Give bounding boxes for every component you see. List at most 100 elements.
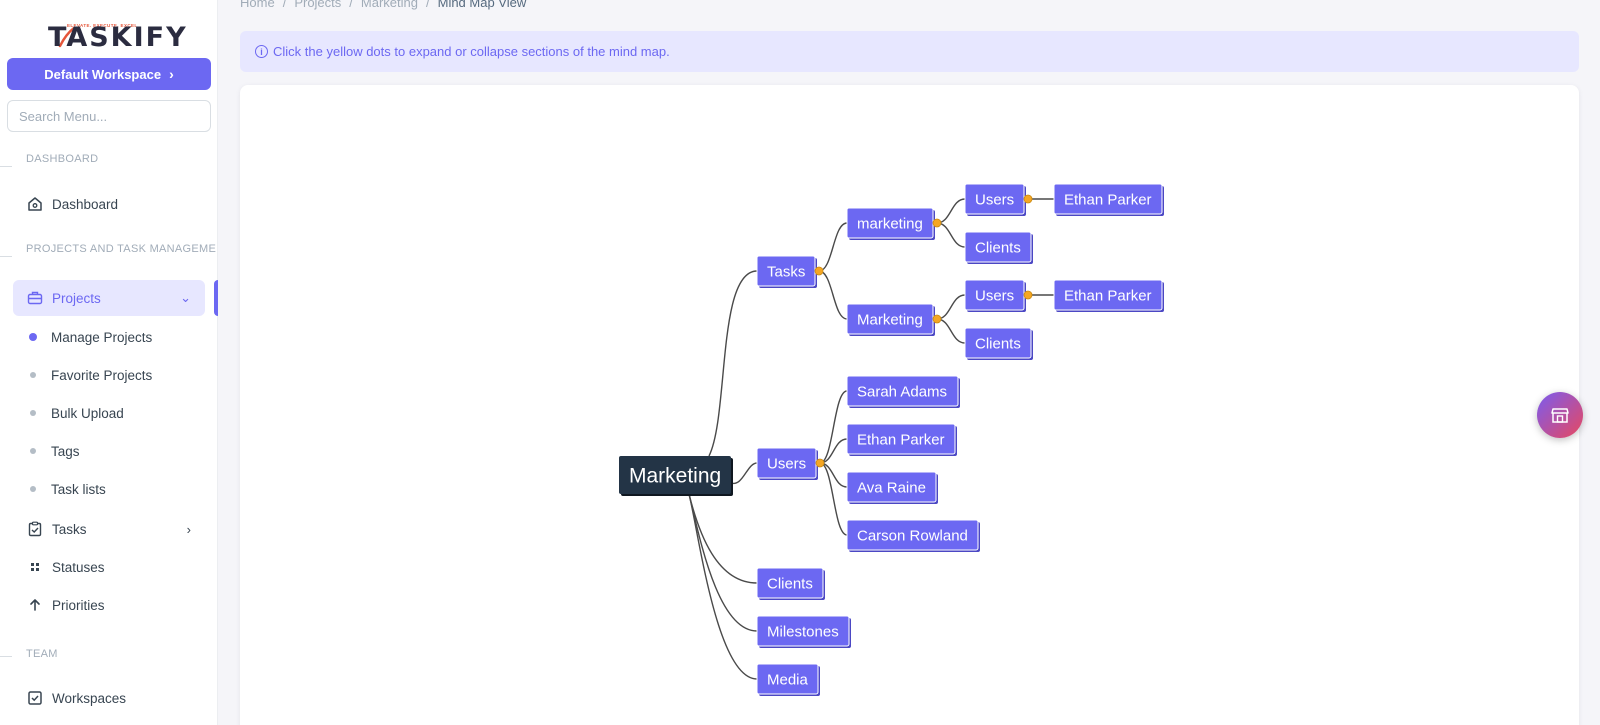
node-label: Sarah Adams <box>857 383 947 400</box>
sidebar-item-workspaces[interactable]: Workspaces <box>13 680 205 716</box>
logo-text: TASKIFY <box>48 22 188 53</box>
mindmap-node-users[interactable]: Users <box>964 279 1026 312</box>
mindmap-node-tasks[interactable]: Tasks <box>756 255 817 288</box>
mindmap-node-ethan-parker[interactable]: Ethan Parker <box>846 423 957 456</box>
node-box <box>756 567 824 599</box>
floating-action-button[interactable] <box>1537 392 1583 438</box>
app-logo[interactable]: ELEVATE. EXECUTE. EXCEL TASKIFY <box>48 14 186 51</box>
breadcrumb-separator: / <box>425 0 430 10</box>
section-divider <box>0 166 12 167</box>
node-box <box>846 375 959 407</box>
breadcrumb-home[interactable]: Home <box>240 0 275 10</box>
storefront-icon <box>1551 408 1569 423</box>
node-label: Ethan Parker <box>1064 287 1152 304</box>
briefcase-icon <box>26 289 44 307</box>
section-divider <box>0 656 12 657</box>
mindmap-node-marketing[interactable]: marketing <box>846 207 935 240</box>
mindmap-node-ava-raine[interactable]: Ava Raine <box>846 471 938 504</box>
sidebar-subitem-label: Favorite Projects <box>51 367 153 383</box>
sidebar-subitem-label: Bulk Upload <box>51 405 124 421</box>
node-label: marketing <box>857 215 923 232</box>
mindmap-node-clients[interactable]: Clients <box>964 231 1033 264</box>
expand-collapse-toggle[interactable] <box>1023 194 1033 204</box>
logo-tagline: ELEVATE. EXECUTE. EXCEL <box>67 23 138 28</box>
bullet-dot-icon <box>30 372 36 378</box>
node-label: Users <box>975 287 1014 304</box>
info-banner: i Click the yellow dots to expand or col… <box>240 31 1579 72</box>
breadcrumb: Home / Projects / Marketing / Mind Map V… <box>240 0 526 10</box>
mindmap-node-marketing[interactable]: Marketing <box>846 303 935 336</box>
node-label: Users <box>975 191 1014 208</box>
breadcrumb-project[interactable]: Marketing <box>360 0 418 10</box>
mindmap-node-carson-rowland[interactable]: Carson Rowland <box>846 519 980 552</box>
chevron-down-icon: ⌄ <box>180 290 191 305</box>
sidebar-item-projects[interactable]: Projects ⌄ <box>13 280 205 316</box>
sidebar-item-label: Workspaces <box>52 690 127 706</box>
bullet-dot-icon <box>29 333 37 341</box>
mindmap-node-ethan-parker[interactable]: Ethan Parker <box>1053 279 1164 312</box>
sidebar-subitem-label: Manage Projects <box>51 329 153 345</box>
sidebar-item-label: Dashboard <box>52 196 119 212</box>
mindmap-node-clients[interactable]: Clients <box>756 567 825 600</box>
mindmap-node-users[interactable]: Users <box>964 183 1026 216</box>
mindmap-node-clients[interactable]: Clients <box>964 327 1033 360</box>
node-box <box>964 327 1032 359</box>
expand-collapse-toggle[interactable] <box>1023 290 1033 300</box>
mindmap-root-node[interactable]: Marketing <box>619 456 733 496</box>
node-label: Marketing <box>629 464 721 487</box>
section-header-dashboard: DASHBOARD <box>26 153 99 165</box>
expand-collapse-toggle[interactable] <box>932 314 942 324</box>
bullet-dot-icon <box>30 486 36 492</box>
breadcrumb-projects[interactable]: Projects <box>294 0 342 10</box>
section-divider <box>0 256 12 257</box>
node-box <box>846 519 979 551</box>
expand-collapse-toggle[interactable] <box>815 458 825 468</box>
sidebar-item-label: Tasks <box>52 521 87 537</box>
node-label: Media <box>767 671 809 688</box>
sidebar-subitem-tags[interactable]: Tags <box>13 435 205 467</box>
node-label: Users <box>767 455 806 472</box>
mindmap-node-users[interactable]: Users <box>756 447 818 480</box>
sidebar-item-label: Statuses <box>52 559 105 575</box>
mindmap-node-media[interactable]: Media <box>756 663 820 696</box>
mindmap-node-sarah-adams[interactable]: Sarah Adams <box>846 375 960 408</box>
node-label: Ava Raine <box>857 479 926 496</box>
node-label: Marketing <box>857 311 923 328</box>
node-label: Tasks <box>767 263 805 280</box>
breadcrumb-separator: / <box>282 0 287 10</box>
sidebar-subitem-bulk-upload[interactable]: Bulk Upload <box>13 397 205 429</box>
section-header-projects: PROJECTS AND TASK MANAGEMENT <box>26 243 216 255</box>
expand-collapse-toggle[interactable] <box>814 266 824 276</box>
sidebar-subitem-task-lists[interactable]: Task lists <box>13 473 205 505</box>
home-icon <box>26 195 44 213</box>
info-icon: i <box>255 45 268 58</box>
sidebar-item-statuses[interactable]: Statuses <box>13 549 205 585</box>
sidebar-item-dashboard[interactable]: Dashboard <box>13 186 205 222</box>
sidebar: ELEVATE. EXECUTE. EXCEL TASKIFY Default … <box>0 0 218 725</box>
grid-dots-icon <box>26 558 44 576</box>
node-label: Milestones <box>767 623 839 640</box>
default-workspace-button[interactable]: Default Workspace › <box>7 58 211 90</box>
breadcrumb-separator: / <box>349 0 353 10</box>
node-label: Clients <box>767 575 813 592</box>
search-menu-input[interactable] <box>7 100 211 132</box>
expand-collapse-toggle[interactable] <box>932 218 942 228</box>
breadcrumb-current: Mind Map View <box>437 0 527 10</box>
sidebar-item-priorities[interactable]: Priorities <box>13 587 205 623</box>
bullet-dot-icon <box>30 410 36 416</box>
mindmap-node-ethan-parker[interactable]: Ethan Parker <box>1053 183 1164 216</box>
node-box <box>619 456 731 494</box>
sidebar-subitem-manage-projects[interactable]: Manage Projects <box>13 321 205 353</box>
checkbox-icon <box>26 689 44 707</box>
node-label: Ethan Parker <box>1064 191 1152 208</box>
chevron-right-icon: › <box>169 66 174 82</box>
node-box <box>846 423 956 455</box>
sidebar-subitem-favorite-projects[interactable]: Favorite Projects <box>13 359 205 391</box>
node-label: Clients <box>975 239 1021 256</box>
sidebar-item-tasks[interactable]: Tasks › <box>13 511 205 547</box>
bullet-dot-icon <box>30 448 36 454</box>
node-box <box>756 663 819 695</box>
mindmap-node-milestones[interactable]: Milestones <box>756 615 851 648</box>
node-box <box>1053 279 1163 311</box>
